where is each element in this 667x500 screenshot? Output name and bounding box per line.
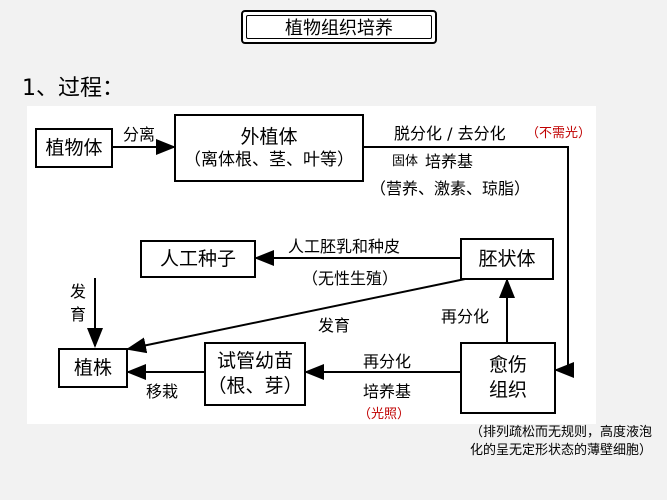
- label-medium: 培养基: [425, 152, 474, 171]
- label-dedifferentiation: 脱分化 / 去分化: [394, 124, 506, 143]
- callus-note: （排列疏松而无规则，高度液泡化的呈无定形状态的薄壁细胞）: [470, 425, 653, 458]
- label-asexual: （无性生殖）: [302, 269, 399, 288]
- node-artificial-seed: 人工种子: [140, 240, 256, 278]
- arrow-embryoid-to-plantlet: [126, 277, 471, 354]
- label-develop-left-2: 育: [70, 305, 87, 324]
- node-embryoid-label: 胚状体: [478, 247, 536, 270]
- node-callus-line2: 组织: [488, 379, 527, 401]
- label-artificial-endosperm: 人工胚乳和种皮: [288, 237, 401, 256]
- label-medium-bottom: 培养基: [363, 382, 412, 401]
- node-plantlet-label: 植株: [73, 356, 112, 379]
- node-tube-title: 试管幼苗: [216, 350, 293, 373]
- node-plantlet: 植株: [58, 348, 128, 388]
- label-light: （光照）: [358, 407, 411, 422]
- label-redifferentiation-right: 再分化: [441, 307, 490, 326]
- node-tube-detail: （根、芽）: [207, 375, 303, 397]
- label-separate: 分离: [123, 125, 156, 144]
- title-frame: 植物组织培养: [241, 10, 437, 44]
- diagram-title: 植物组织培养: [246, 15, 432, 39]
- node-plant-label: 植物体: [45, 136, 103, 159]
- node-callus: 愈伤 组织: [460, 342, 556, 414]
- label-no-light: （不需光）: [526, 126, 592, 141]
- arrow-explant-to-callus: [364, 146, 574, 378]
- node-artificial-seed-label: 人工种子: [159, 247, 236, 270]
- node-callus-line1: 愈伤: [488, 354, 527, 377]
- section-heading: 1、过程：: [22, 76, 124, 101]
- label-transplant: 移栽: [146, 382, 179, 401]
- node-explant-title: 外植体: [240, 125, 298, 148]
- node-explant: 外植体 （离体根、茎、叶等）: [174, 114, 364, 182]
- label-develop-left-1: 发: [70, 282, 87, 301]
- label-solid: 固体: [392, 154, 419, 169]
- label-redifferentiation-bottom: 再分化: [363, 352, 412, 371]
- node-plant: 植物体: [35, 128, 113, 168]
- label-medium-contents: （营养、激素、琼脂）: [370, 179, 531, 198]
- label-develop-mid: 发育: [318, 316, 351, 335]
- node-test-tube-seedling: 试管幼苗 （根、芽）: [204, 342, 306, 406]
- node-explant-detail: （离体根、茎、叶等）: [184, 150, 354, 171]
- node-embryoid: 胚状体: [460, 238, 554, 280]
